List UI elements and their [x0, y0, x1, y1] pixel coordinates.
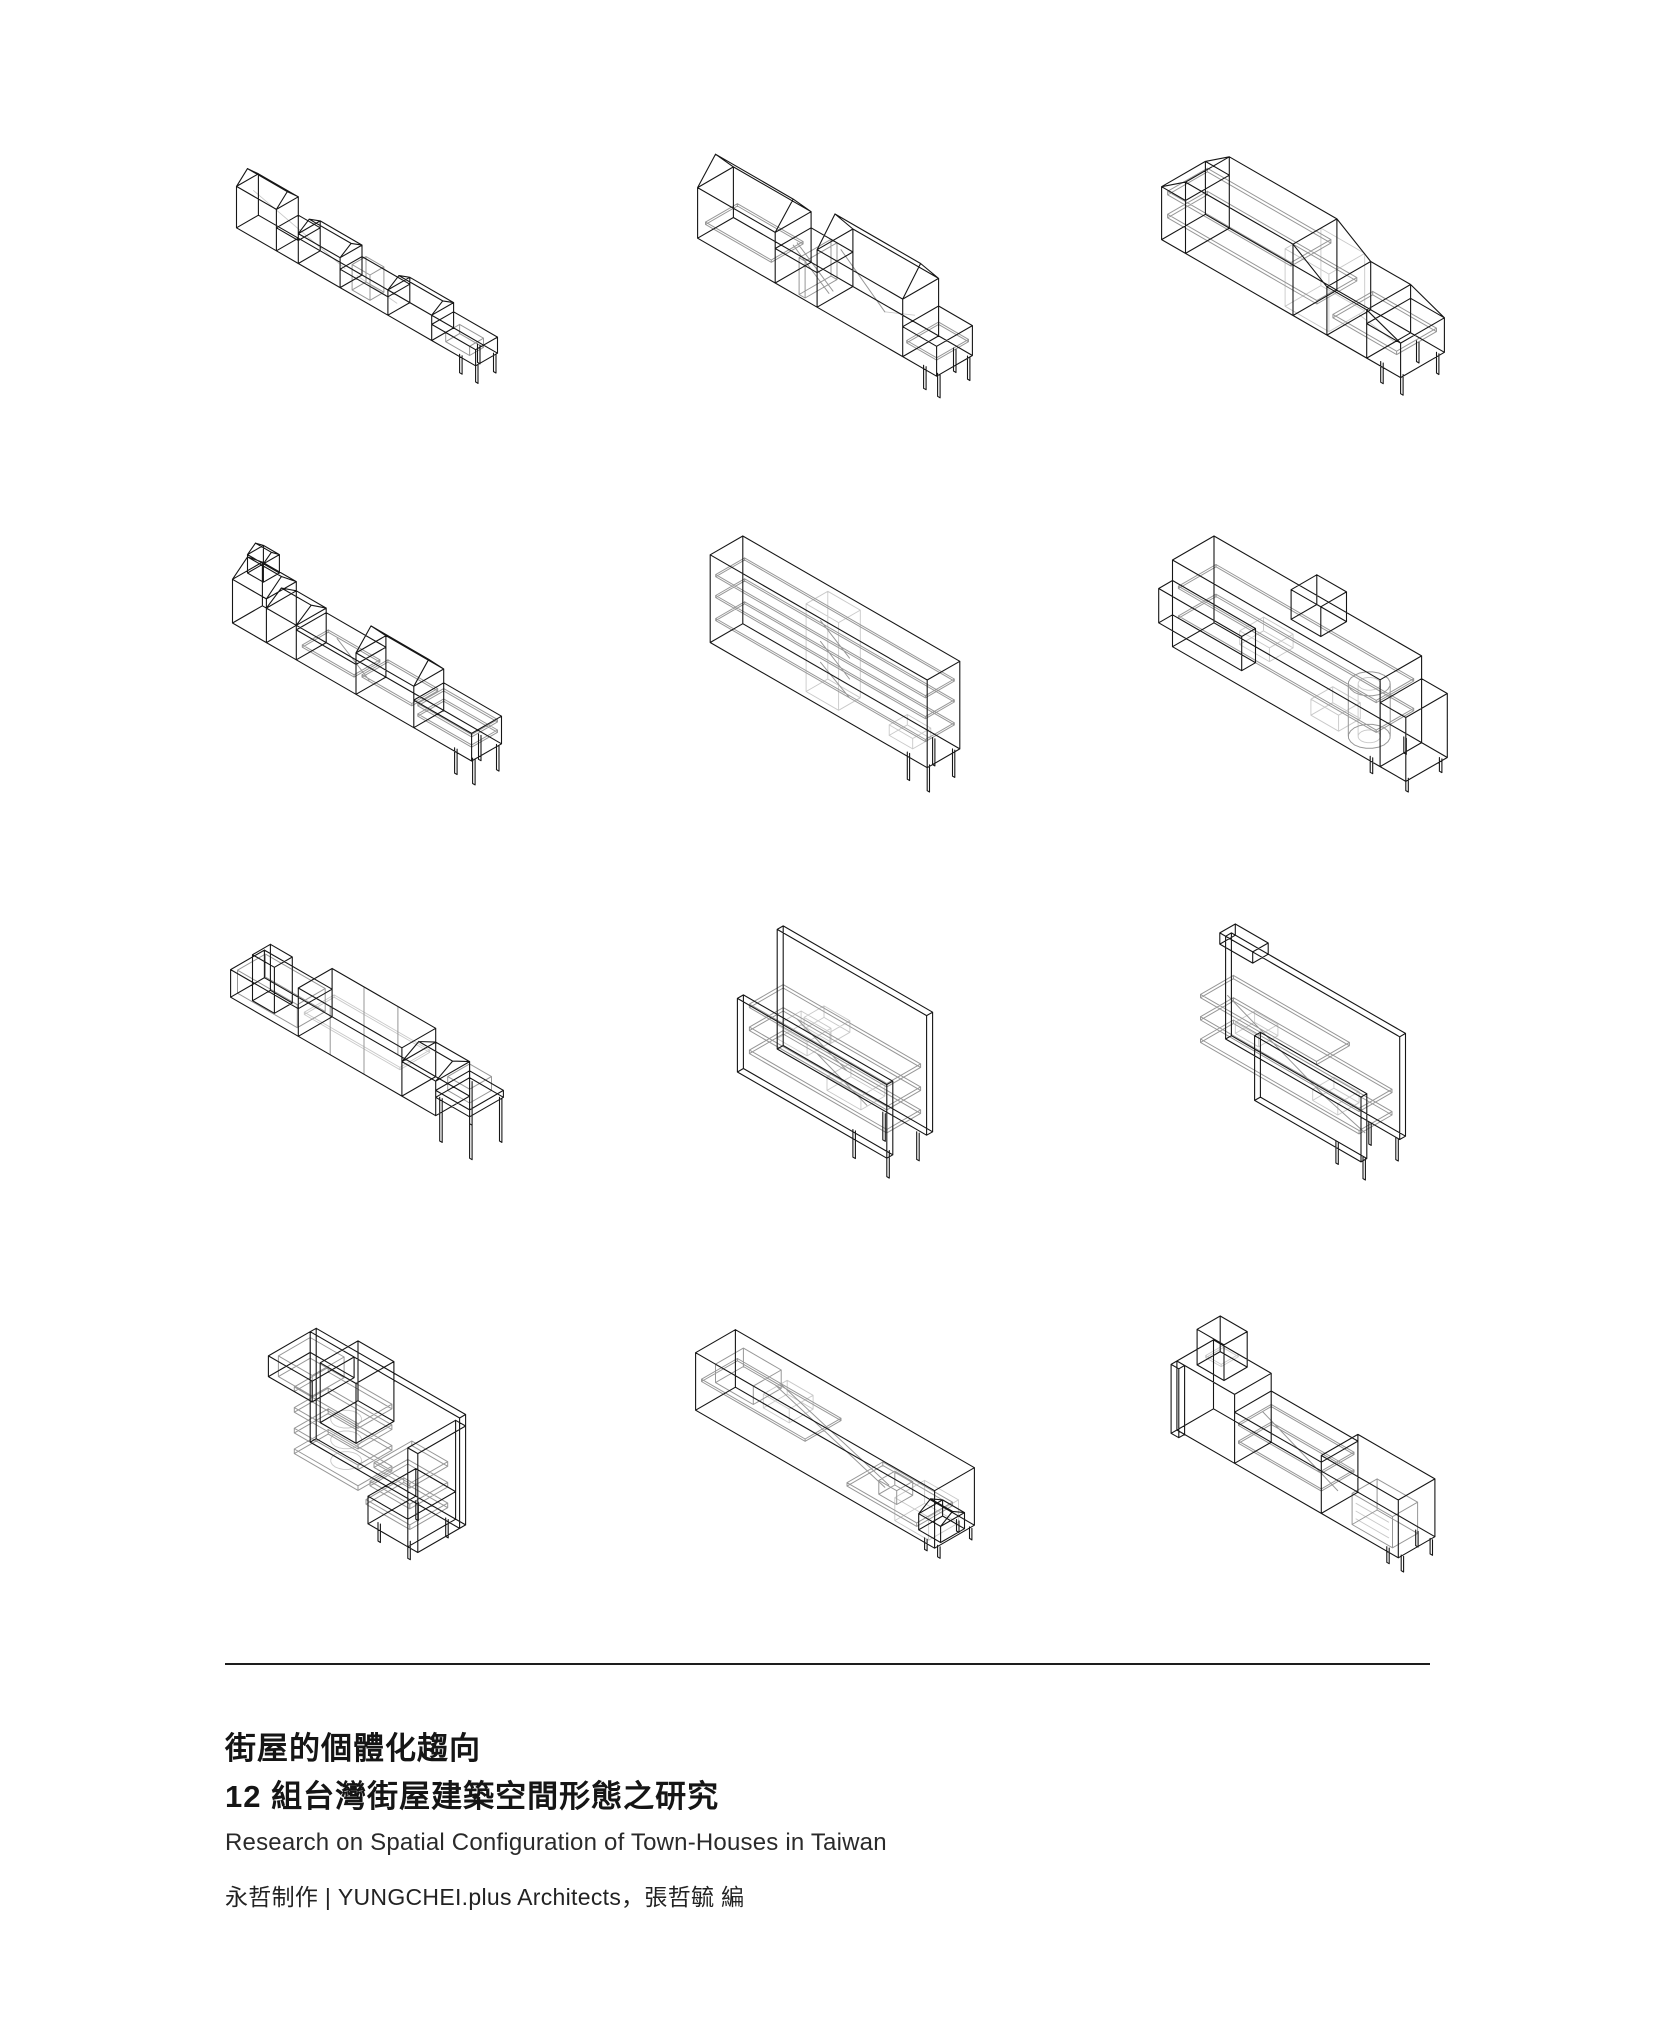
title-zh-line1: 街屋的個體化趨向 — [225, 1731, 481, 1766]
title-en: Research on Spatial Configuration of Tow… — [225, 1829, 887, 1856]
axonometric-drawing-house-02 — [697, 153, 973, 399]
axonometric-drawing-house-12 — [1170, 1315, 1436, 1573]
axonometric-drawing-house-05 — [709, 535, 961, 793]
axonometric-drawing-house-08 — [736, 925, 934, 1179]
title-zh-line2: 12 組台灣街屋建築空間形態之研究 — [225, 1779, 720, 1814]
divider-rule — [225, 1663, 1430, 1665]
axonometric-drawing-house-01 — [235, 168, 499, 384]
axonometric-drawing-house-09 — [1200, 923, 1407, 1181]
axonometric-drawing-house-10 — [267, 1327, 467, 1561]
axonometric-drawing-house-07 — [230, 943, 504, 1161]
axonometric-drawing-house-11 — [695, 1329, 975, 1559]
axonometric-drawing-house-03 — [1161, 156, 1445, 396]
axonometric-drawing-house-06 — [1158, 535, 1448, 793]
axonometric-drawing-house-04 — [231, 542, 503, 786]
credit-line: 永哲制作 | YUNGCHEI.plus Architects，張哲毓 編 — [225, 1884, 745, 1910]
